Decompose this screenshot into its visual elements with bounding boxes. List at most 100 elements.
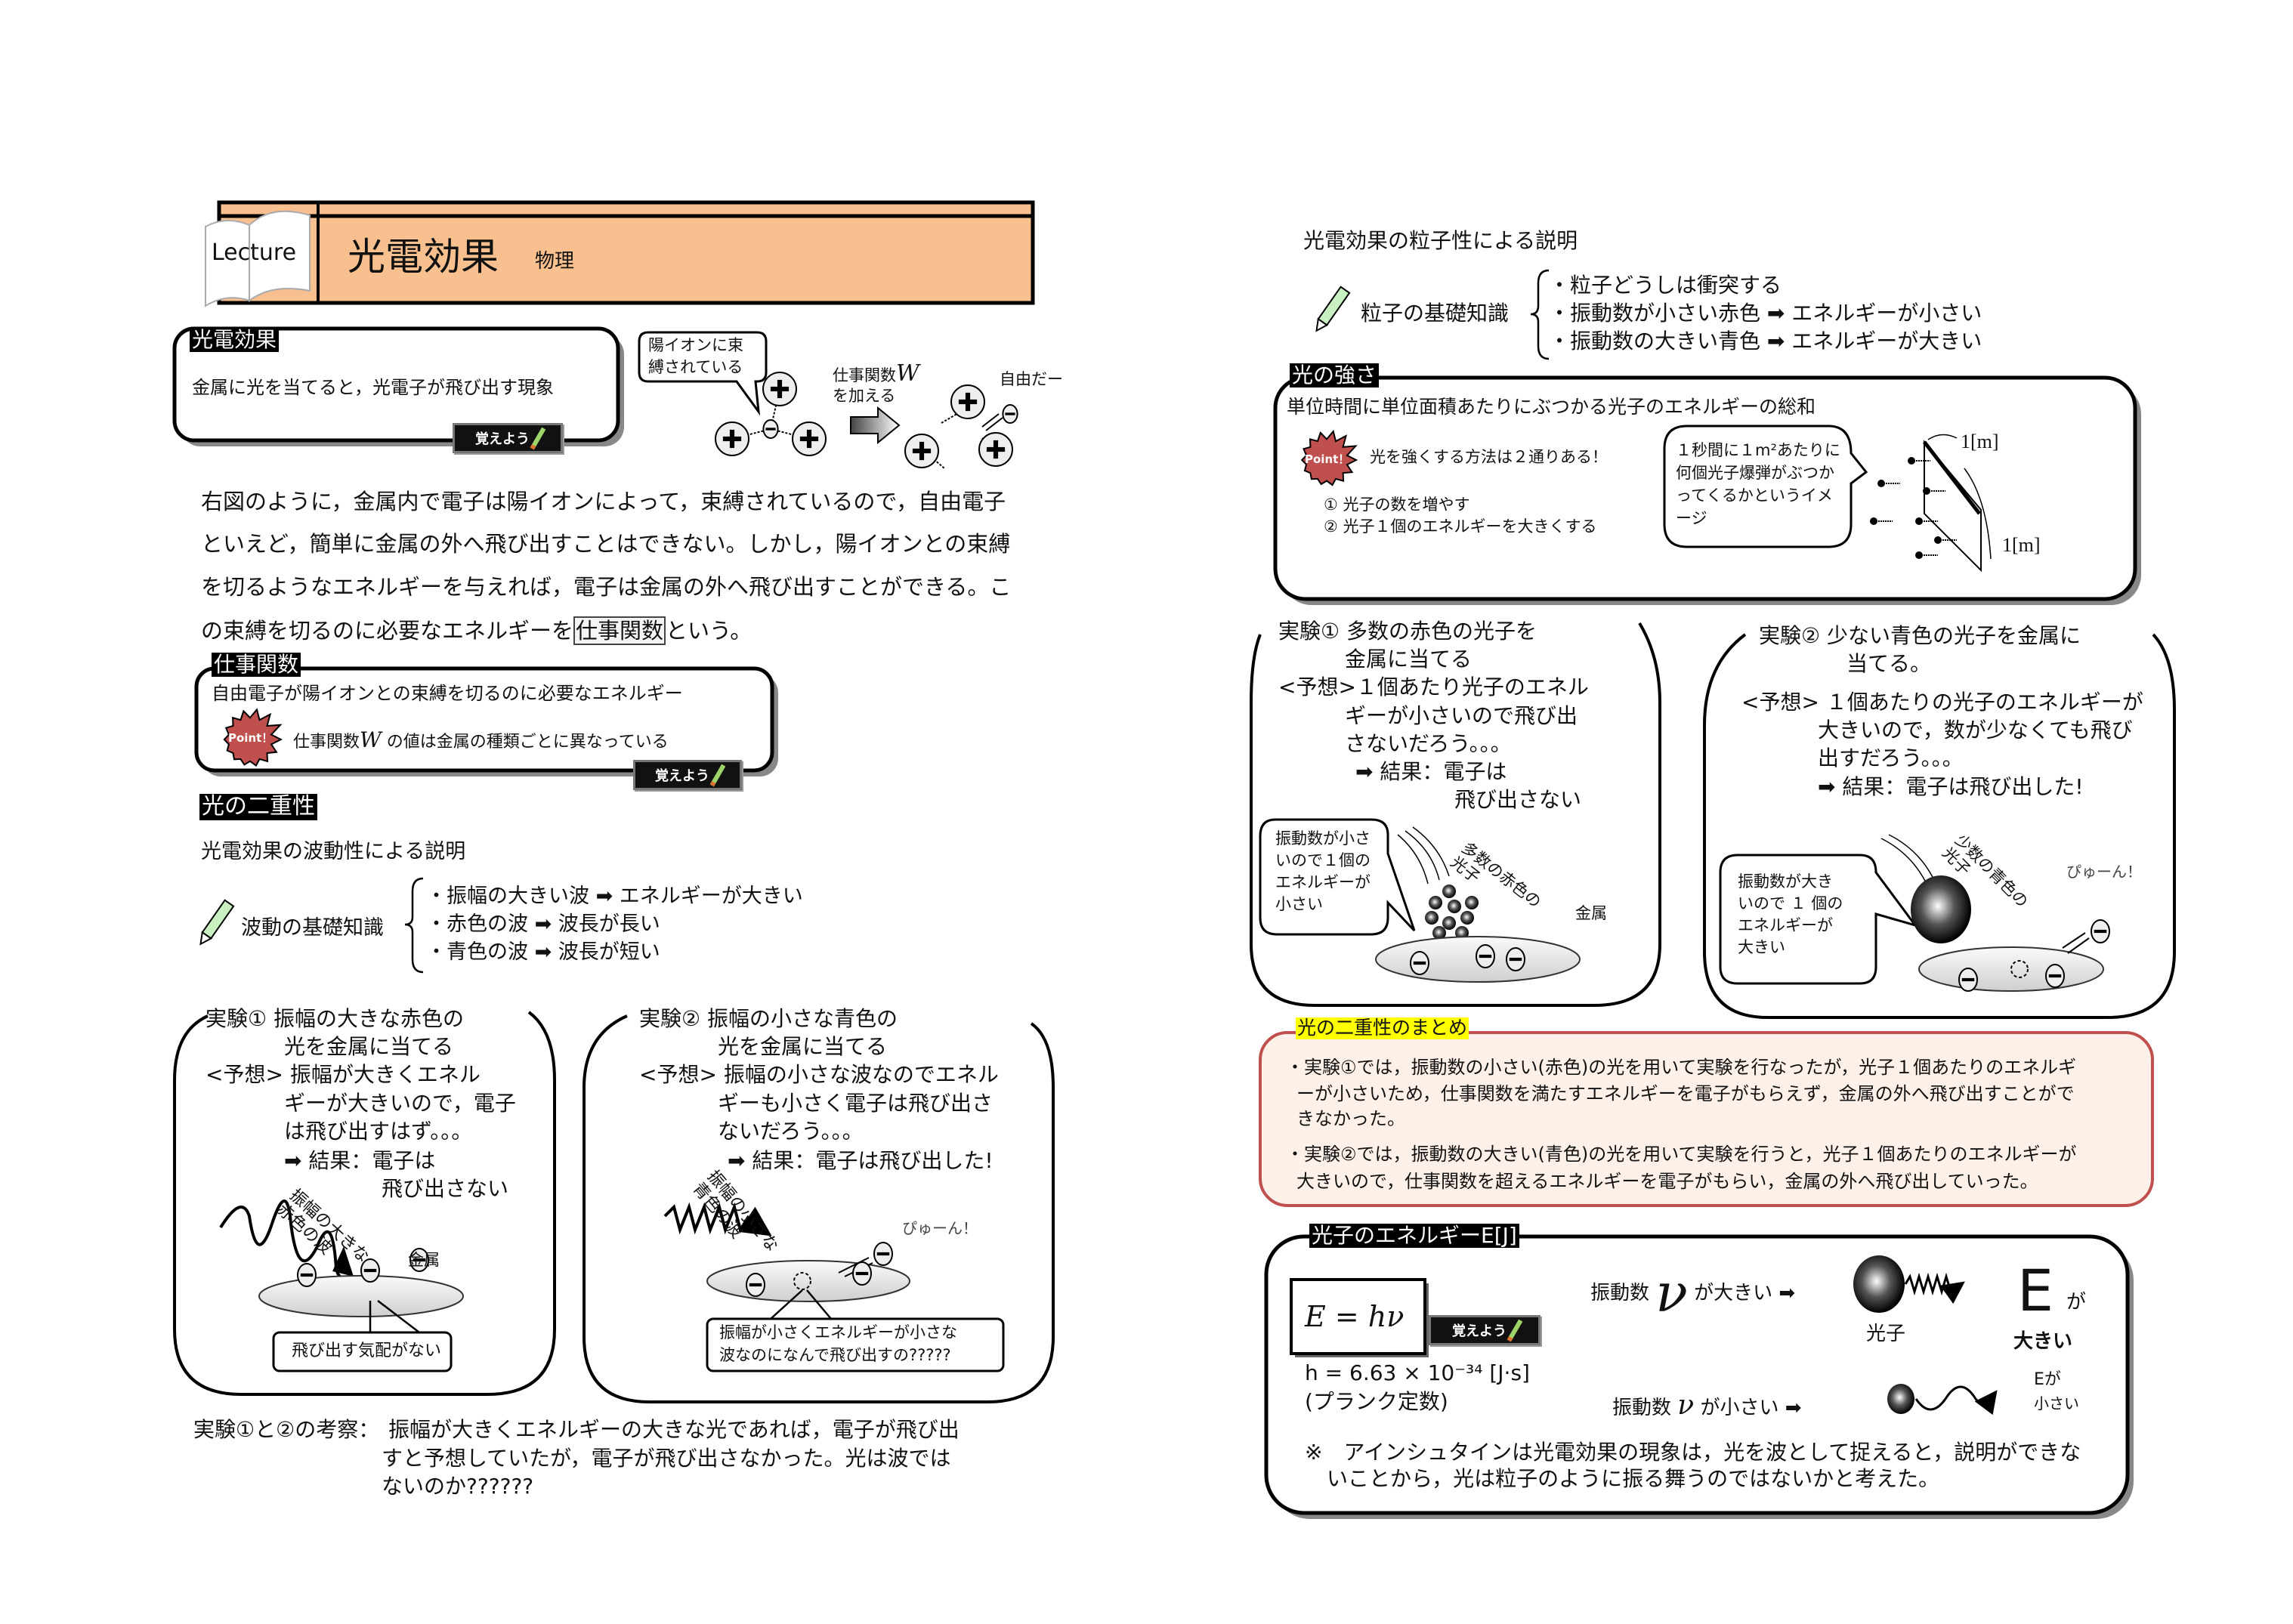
photon-arrow-icon	[1877, 480, 1900, 487]
note-text: 仕事関数	[293, 733, 360, 752]
electron-icon	[1476, 944, 1495, 968]
book-icon	[205, 210, 311, 307]
sound-effect: ぴゅーん！	[2066, 863, 2142, 881]
metal-label: 金属	[1575, 904, 1607, 922]
large-label: が大きい ➡	[1694, 1281, 1796, 1304]
experiment-text: ギーも小さく電子は飛び出さ	[718, 1091, 994, 1116]
electron-hole	[2010, 960, 2029, 978]
electron-icon	[1002, 404, 1018, 424]
ion-bubble-line: 縛されている	[648, 358, 743, 376]
experiment-text: ギーが大きいので，電子	[284, 1091, 516, 1116]
blue-photon-icon	[1911, 875, 1971, 943]
experiment-text: 当てる。	[1846, 651, 1932, 676]
high-frequency-wave-icon	[1904, 1272, 1965, 1304]
electron-icon	[2091, 919, 2110, 943]
positive-ion-icon	[715, 421, 749, 456]
experiment-result: ➡ 結果：電子は飛び出した!	[1818, 774, 2084, 799]
wave-basics-label: 波動の基礎知識	[241, 916, 384, 940]
experiment-text: ないだろう。。。	[718, 1119, 864, 1144]
small-label: が小さい ➡	[1700, 1397, 1802, 1419]
ion-bubble-line: 陽イオンに束	[648, 336, 743, 354]
point-starburst-icon	[223, 708, 283, 767]
photon-small-icon	[1887, 1384, 1914, 1414]
page-title: 光電効果	[348, 235, 499, 279]
metal-plate	[258, 1275, 464, 1317]
energy-large-label: 大きい	[2013, 1330, 2073, 1353]
photon-arrows	[1870, 457, 1957, 559]
photon-arrow-icon	[1908, 457, 1930, 465]
work-function-definition: 自由電子が陽イオンとの束縛を切るのに必要なエネルギー	[212, 683, 683, 704]
electron-icon	[852, 1261, 872, 1286]
electron-icon	[360, 1258, 380, 1283]
experiment-text: 実験② 振幅の小さな青色の	[639, 1006, 898, 1031]
memorize-label: 覚えよう	[655, 768, 709, 784]
experiment-result: ➡ 結果：電子は	[284, 1148, 436, 1173]
dimension-label: 1[m]	[2002, 534, 2041, 556]
bubble-line: いので １ 個の	[1738, 894, 1843, 912]
experiment-text: 光を金属に当てる	[718, 1034, 888, 1059]
method-item: ② 光子１個のエネルギーを大きくする	[1324, 517, 1597, 536]
work-function-add-label-2: を加える	[833, 387, 896, 405]
callout-pointer	[770, 1289, 832, 1320]
bubble-line: ージ	[1676, 509, 1707, 527]
bubble-line: 小さい	[1275, 895, 1323, 913]
conclusion-line: ないのか??????	[382, 1474, 534, 1499]
memorize-badge: 覚えよう	[633, 760, 742, 790]
callout-pointer	[369, 1300, 420, 1333]
experiment-text: は飛び出すはず。。。	[284, 1119, 473, 1144]
summary-line: ・実験②では，振動数の大きい(青色)の光を用いて実験を行うと，光子１個あたりのエ…	[1286, 1144, 2077, 1165]
work-function-add-label: 仕事関数W	[833, 360, 919, 387]
photon-arrow-icon	[1934, 536, 1957, 544]
bubble-line: エネルギーが	[1738, 916, 1833, 934]
experiment-text: 金属に当てる	[1345, 647, 1473, 672]
red-photon-icon	[1429, 896, 1442, 909]
dimension-label: 1[m]	[1961, 431, 1999, 452]
positive-ion-icon	[978, 432, 1013, 467]
bubble-line: 何個光子爆弾がぶつか	[1676, 464, 1834, 482]
experiment-text: 出すだろう。。。	[1818, 746, 1964, 770]
work-symbol: W	[360, 727, 382, 752]
electron-hole	[793, 1272, 811, 1290]
paragraph-line: 右図のように，金属内で電子は陽イオンによって，束縛されているので，自由電子	[201, 489, 1006, 514]
experiment-text: <予想> 振幅が大きくエネル	[206, 1062, 481, 1087]
pencil-icon	[709, 764, 726, 786]
paragraph-text: の束縛を切るのに必要なエネルギーを	[201, 618, 574, 644]
experiment-text: 大きいので，数が少なくても飛び	[1818, 718, 2133, 743]
red-photon-icon	[1425, 911, 1439, 925]
pencil-icon	[1315, 286, 1351, 332]
memorize-badge: 覚えよう	[453, 423, 563, 453]
planck-constant: h = 6.63 × 10⁻³⁴ [J·s]	[1305, 1360, 1530, 1385]
electron-icon	[2045, 964, 2065, 988]
experiment-result: 飛び出さない	[382, 1176, 509, 1201]
einstein-note: いことから，光は粒子のように振る舞うのではないかと考えた。	[1327, 1466, 1940, 1491]
work-function-arrow-icon	[850, 406, 901, 445]
point-label: Point！	[1305, 452, 1350, 466]
experiment-text: <予想> １個あたりの光子のエネルギーが	[1741, 690, 2143, 715]
motion-lines	[1880, 834, 1935, 885]
experiment-text: ギーが小さいので飛び出	[1345, 703, 1578, 728]
wave-basics-item: ・青色の波 ➡ 波長が短い	[426, 940, 660, 964]
electron-icon	[746, 1273, 765, 1297]
summary-label: 光の二重性のまとめ	[1296, 1017, 1469, 1039]
electron-icon	[873, 1242, 893, 1266]
summary-line: ーが小さいため，仕事関数を満たすエネルギーを電子がもらえず，金属の外へ飛び出すこ…	[1296, 1083, 2075, 1104]
brace	[404, 877, 424, 974]
particle-basics-item: ・振動数の大きい青色 ➡ エネルギーが大きい	[1549, 329, 1982, 354]
bubble-line: 振動数が小さ	[1275, 829, 1371, 848]
red-photon-icon	[1465, 896, 1479, 909]
experiment-text: 実験① 振幅の大きな赤色の	[206, 1006, 465, 1031]
speech-bubble	[1719, 854, 1918, 985]
low-frequency-label: 振動数 ν が小さい ➡	[1612, 1390, 1802, 1421]
photon-label: 光子	[1866, 1323, 1906, 1345]
nu-symbol-large: ν	[1655, 1262, 1688, 1324]
electron-icon	[409, 1248, 429, 1272]
formula: E = hν	[1305, 1300, 1405, 1333]
point-text: 光を強くする方法は２通りある！	[1370, 448, 1608, 466]
positive-ion-icon	[904, 434, 939, 468]
ga-label: が	[2066, 1291, 2087, 1314]
red-photon-cluster	[1425, 885, 1479, 940]
metal-label: 金属	[408, 1251, 440, 1269]
free-electron-label: 自由だー	[1000, 370, 1063, 388]
electron-icon	[762, 419, 779, 439]
